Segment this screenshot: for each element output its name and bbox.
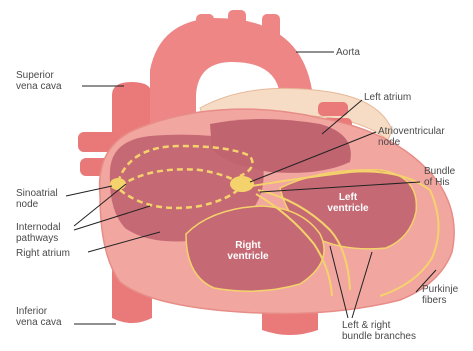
- label-sinoatrial-node: Sinoatrial node: [16, 188, 58, 210]
- label-left-ventricle: Left ventricle: [318, 192, 378, 214]
- aortic-branch-2: [228, 10, 246, 44]
- label-right-atrium: Right atrium: [16, 248, 70, 259]
- label-atrioventricular-node: Atrioventricular node: [378, 126, 445, 148]
- sinoatrial-node: [110, 178, 126, 190]
- label-bundle-of-his: Bundle of His: [424, 166, 455, 188]
- label-aorta: Aorta: [336, 47, 360, 58]
- label-superior-vena-cava: Superior vena cava: [16, 70, 62, 92]
- label-bundle-branches: Left & right bundle branches: [342, 320, 416, 342]
- label-left-atrium: Left atrium: [364, 92, 411, 103]
- label-internodal-pathways: Internodal pathways: [16, 222, 60, 244]
- aortic-branch-1: [196, 14, 214, 48]
- aortic-branch-3: [262, 14, 280, 50]
- label-right-ventricle: Right ventricle: [218, 240, 278, 262]
- label-purkinje-fibers: Purkinje fibers: [422, 284, 458, 306]
- pulmonary-vein-right-1: [318, 102, 348, 116]
- atrioventricular-node: [230, 176, 254, 192]
- label-inferior-vena-cava: Inferior vena cava: [16, 306, 62, 328]
